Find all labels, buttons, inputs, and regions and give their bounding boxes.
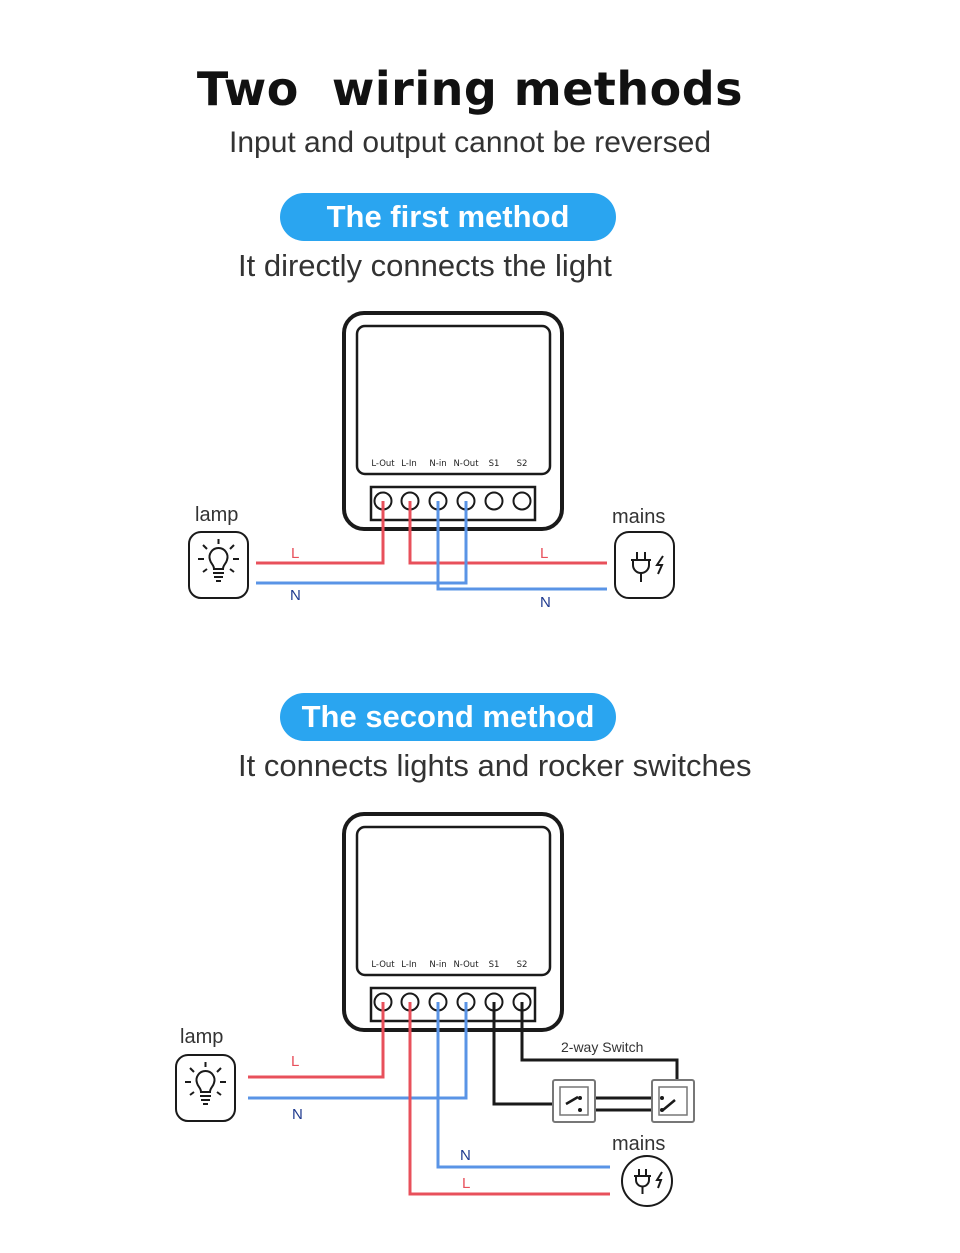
- rocker-switch-icon: [552, 1079, 596, 1123]
- terminal-label-l-in: L-In: [401, 459, 417, 469]
- method1-wire-label-l-right: L: [540, 545, 548, 562]
- wire-mains-neutral: [436, 1002, 610, 1169]
- method1-wires: [256, 501, 607, 591]
- wire-mains-live: [408, 1002, 610, 1196]
- plug-icon: [621, 1155, 673, 1207]
- terminal-block: [369, 485, 537, 522]
- terminal-label-s2: S2: [517, 459, 528, 469]
- terminal-label-n-in: N-in: [429, 960, 446, 970]
- terminal-label-n-out: N-Out: [453, 459, 479, 469]
- method2-wire-label-l-mains: L: [462, 1175, 470, 1192]
- wire-mains-live: [408, 501, 607, 565]
- wire-lamp-neutral: [248, 1002, 468, 1100]
- terminal-label-s1: S1: [489, 960, 500, 970]
- method2-wire-label-l-left: L: [291, 1053, 299, 1070]
- terminal-label-l-out: L-Out: [371, 960, 395, 970]
- method1-wiring-diagram: L-Out L-In N-in N-Out S1 S2 L N L N lamp: [188, 311, 675, 611]
- method1-mains-label: mains: [612, 506, 665, 528]
- switch-label: 2-way Switch: [561, 1039, 643, 1055]
- rocker-switch-icon: [651, 1079, 695, 1123]
- method2-badge: The second method: [280, 693, 616, 741]
- method2-wire-label-n-mains: N: [460, 1147, 471, 1164]
- terminal-block: [369, 986, 537, 1023]
- terminal-label-l-out: L-Out: [371, 459, 395, 469]
- method2-lamp-label: lamp: [180, 1026, 223, 1048]
- wire-lamp-live: [256, 501, 385, 565]
- method2-mains-label: mains: [612, 1133, 665, 1155]
- page-subtitle: Input and output cannot be reversed: [228, 126, 712, 159]
- method2-wire-label-n-left: N: [292, 1106, 303, 1123]
- method1-wire-label-n-right: N: [540, 594, 551, 611]
- wire-lamp-live: [248, 1002, 385, 1079]
- method1-lamp-label: lamp: [195, 504, 238, 526]
- terminal-label-n-out: N-Out: [453, 960, 479, 970]
- terminal-label-n-in: N-in: [429, 459, 446, 469]
- terminal-label-s2: S2: [517, 960, 528, 970]
- method1-wire-label-n-left: N: [290, 587, 301, 604]
- method1-description: It directly connects the light: [238, 248, 612, 283]
- terminal-label-l-in: L-In: [401, 960, 417, 970]
- wire-mains-neutral: [436, 501, 607, 591]
- bulb-icon: [175, 1054, 236, 1122]
- method2-description: It connects lights and rocker switches: [238, 748, 752, 783]
- page-title: Two wiring methods: [196, 62, 744, 116]
- method2-module: L-Out L-In N-in N-Out S1 S2: [342, 812, 564, 1032]
- wire-lamp-neutral: [256, 501, 468, 585]
- method1-badge: The first method: [280, 193, 616, 241]
- bulb-icon: [188, 531, 249, 599]
- method1-wire-label-l-left: L: [291, 545, 299, 562]
- terminal-label-s1: S1: [489, 459, 500, 469]
- plug-icon: [614, 531, 675, 599]
- wire-s1: [492, 1002, 566, 1106]
- method1-module: L-Out L-In N-in N-Out S1 S2: [342, 311, 564, 531]
